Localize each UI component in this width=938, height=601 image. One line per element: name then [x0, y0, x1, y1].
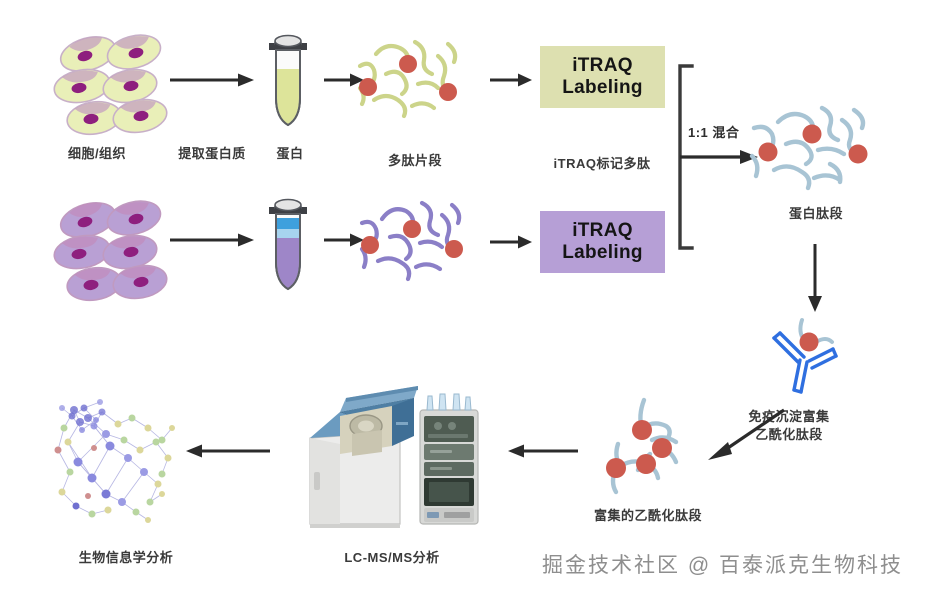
enriched-peptide-icon — [592, 397, 698, 498]
label-lcmsms-analysis: LC-MS/MS分析 — [344, 550, 440, 565]
red-dot — [799, 332, 819, 352]
red-dot — [359, 78, 377, 96]
peptide-squiggle-icon-blue — [742, 100, 880, 205]
right-arrow-icon-5 — [324, 232, 364, 248]
down-arrow-icon — [806, 244, 824, 312]
left-arrow-icon-2 — [186, 443, 270, 459]
label-immunoprecipitation: 免疫沉淀富集 乙酰化肽段 — [728, 408, 850, 443]
cell-cluster-icon-bottom — [52, 192, 170, 304]
red-dot — [848, 144, 868, 164]
left-arrow-icon-1 — [508, 443, 578, 459]
mass-spectrometer-icon — [296, 376, 496, 536]
label-immunoprecipitation-line2: 乙酰化肽段 — [755, 426, 823, 442]
red-dot — [652, 438, 672, 458]
red-dot — [632, 420, 652, 440]
label-protein-peptides: 蛋白肽段 — [788, 206, 843, 221]
label-extract-protein: 提取蛋白质 — [178, 146, 246, 161]
itraq-box-bottom-line2: Labeling — [562, 242, 643, 263]
itraq-box-top-line1: iTRAQ — [572, 55, 633, 77]
label-bioinformatics: 生物信息学分析 — [78, 550, 174, 565]
itraq-box-top[interactable]: iTRAQ Labeling — [540, 46, 665, 108]
label-mix-ratio: 1:1 混合 — [688, 125, 740, 140]
peptide-squiggle-icon-green — [352, 30, 472, 135]
antibody-icon — [760, 316, 856, 400]
eppendorf-tube-icon-top — [262, 32, 314, 137]
label-cells-tissue: 细胞/组织 — [67, 146, 127, 161]
red-dot — [399, 55, 417, 73]
red-dot — [606, 458, 626, 478]
red-dot — [361, 236, 379, 254]
eppendorf-tube-icon-bottom — [262, 196, 314, 301]
label-protein: 蛋白 — [276, 146, 304, 161]
network-graph-icon — [44, 388, 192, 536]
red-dot — [636, 454, 656, 474]
watermark: 掘金技术社区 @ 百泰派克生物科技 — [542, 554, 903, 577]
label-enriched-acetyl-peptides: 富集的乙酰化肽段 — [593, 508, 702, 523]
red-dot — [445, 240, 463, 258]
right-arrow-icon-6 — [490, 234, 532, 250]
peptide-squiggle-icon-purple — [352, 193, 474, 293]
label-peptide-fragments: 多肽片段 — [387, 153, 442, 168]
right-arrow-icon-3 — [490, 72, 532, 88]
merge-bracket-icon — [676, 62, 762, 252]
itraq-box-bottom-line1: iTRAQ — [572, 220, 633, 242]
right-arrow-icon-2 — [324, 72, 364, 88]
itraq-box-top-line2: Labeling — [562, 77, 643, 98]
red-dot — [802, 124, 822, 144]
right-arrow-icon-1 — [170, 72, 254, 88]
cell-cluster-icon-top — [52, 26, 170, 138]
diagonal-arrow-icon — [706, 406, 788, 464]
right-arrow-icon-4 — [170, 232, 254, 248]
itraq-box-bottom[interactable]: iTRAQ Labeling — [540, 211, 665, 273]
red-dot — [403, 220, 421, 238]
label-itraq-labeled-peptides: iTRAQ标记多肽 — [553, 156, 651, 171]
red-dot — [758, 142, 778, 162]
red-dot — [439, 83, 457, 101]
